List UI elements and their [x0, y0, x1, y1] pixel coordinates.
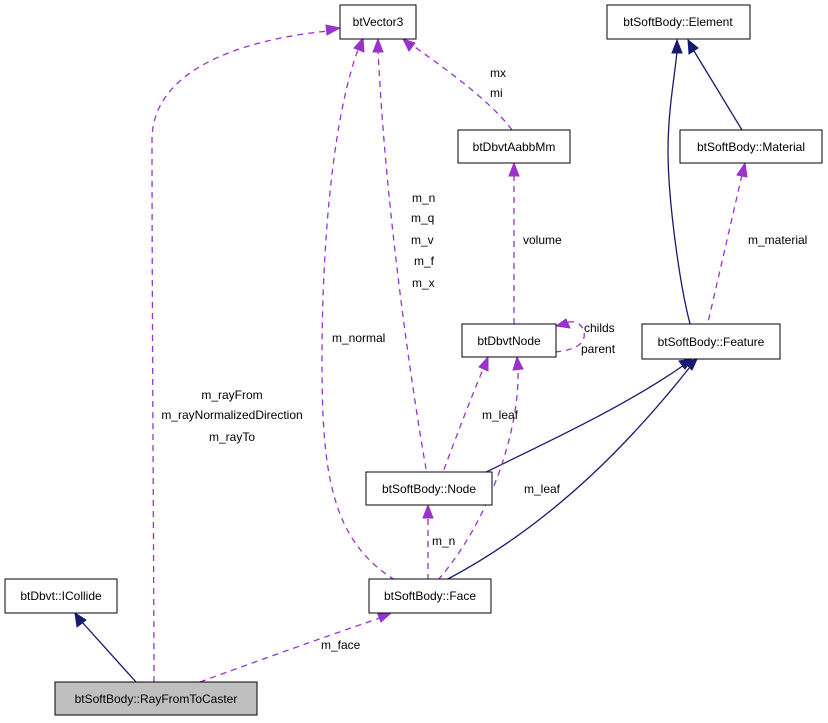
node-softbody-material[interactable]: btSoftBody::Material — [679, 129, 823, 164]
node-dbvt-icollide-label: btDbvt::ICollide — [20, 589, 102, 603]
node-dbvtnode-label: btDbvtNode — [477, 334, 541, 348]
label-mx: mx — [490, 66, 506, 80]
arrowhead-face-feature — [684, 358, 698, 371]
label-m-leaf-right: m_leaf — [524, 482, 561, 496]
label-m-normal: m_normal — [332, 331, 385, 345]
node-softbody-element[interactable]: btSoftBody::Element — [606, 4, 751, 40]
arrowhead-caster-vector3 — [325, 24, 342, 36]
label-childs: childs — [584, 321, 615, 335]
edge-node-to-feature — [469, 364, 685, 481]
edge-aabbmm-to-vector3 — [411, 44, 513, 131]
node-softbody-element-label: btSoftBody::Element — [623, 15, 733, 29]
arrowhead-dbvtnode-self — [554, 318, 571, 329]
label-m-v: m_v — [411, 233, 434, 247]
node-softbody-face-label: btSoftBody::Face — [384, 589, 476, 603]
arrowhead-face-node — [422, 503, 434, 519]
arrowhead-node-dbvtnode — [478, 355, 489, 372]
node-softbody-feature[interactable]: btSoftBody::Feature — [641, 323, 781, 360]
edge-dbvtnode-self — [554, 321, 585, 353]
arrowhead-feature-material — [736, 161, 748, 178]
label-m-face: m_face — [321, 638, 361, 652]
label-volume: volume — [523, 233, 562, 247]
node-softbody-feature-label: btSoftBody::Feature — [658, 335, 765, 349]
node-dbvtnode[interactable]: btDbvtNode — [461, 323, 557, 358]
node-softbody-node-label: btSoftBody::Node — [382, 482, 476, 496]
arrowhead-feature-element — [671, 38, 683, 54]
edge-feature-to-material — [705, 174, 743, 332]
arrowhead-material-element — [687, 38, 699, 55]
arrowhead-face-dbvtnode — [512, 355, 524, 371]
arrowhead-aabbmm-vector3 — [402, 38, 416, 52]
edge-material-to-element — [693, 50, 743, 131]
arrowhead-dbvtnode-aabbmm — [508, 161, 520, 177]
edge-face-to-dbvtnode — [437, 367, 519, 581]
label-m-rayto: m_rayTo — [209, 430, 255, 444]
label-m-q: m_q — [411, 211, 434, 225]
label-m-material: m_material — [748, 233, 807, 247]
label-m-leaf-left: m_leaf — [482, 408, 519, 422]
edge-feature-to-element — [667, 50, 693, 332]
arrowhead-node-vector3 — [372, 37, 384, 53]
arrowhead-caster-icollide — [74, 611, 87, 628]
node-btvector3[interactable]: btVector3 — [339, 4, 417, 40]
label-m-n-top: m_n — [412, 191, 435, 205]
node-softbody-rayfromtocaster[interactable]: btSoftBody::RayFromToCaster — [54, 681, 258, 716]
edge-node-to-dbvtnode — [439, 366, 485, 481]
node-btvector3-label: btVector3 — [353, 15, 404, 29]
label-mi: mi — [490, 86, 503, 100]
label-m-x: m_x — [412, 276, 435, 290]
edge-face-to-feature — [445, 366, 691, 581]
node-dbvtaabbmm-label: btDbvtAabbMm — [473, 140, 556, 154]
label-parent: parent — [581, 342, 616, 356]
edge-node-to-vector3 — [377, 48, 429, 481]
node-softbody-face[interactable]: btSoftBody::Face — [368, 578, 492, 614]
arrowhead-face-vector3 — [353, 36, 365, 53]
label-m-n-bottom: m_n — [432, 534, 455, 548]
node-softbody-node[interactable]: btSoftBody::Node — [365, 471, 493, 506]
label-m-f: m_f — [414, 254, 435, 268]
edge-caster-to-vector3 — [151, 30, 329, 683]
node-dbvtaabbmm[interactable]: btDbvtAabbMm — [457, 129, 571, 164]
label-m-rayfrom: m_rayFrom — [201, 388, 262, 402]
label-m-raynormalizeddirection: m_rayNormalizedDirection — [161, 408, 302, 422]
edge-caster-to-icollide — [81, 621, 137, 683]
edge-face-to-vector3 — [321, 46, 396, 581]
node-softbody-material-label: btSoftBody::Material — [697, 140, 805, 154]
node-dbvt-icollide[interactable]: btDbvt::ICollide — [4, 578, 118, 614]
edge-caster-to-face — [199, 617, 381, 683]
node-softbody-rayfromtocaster-label: btSoftBody::RayFromToCaster — [75, 692, 238, 706]
